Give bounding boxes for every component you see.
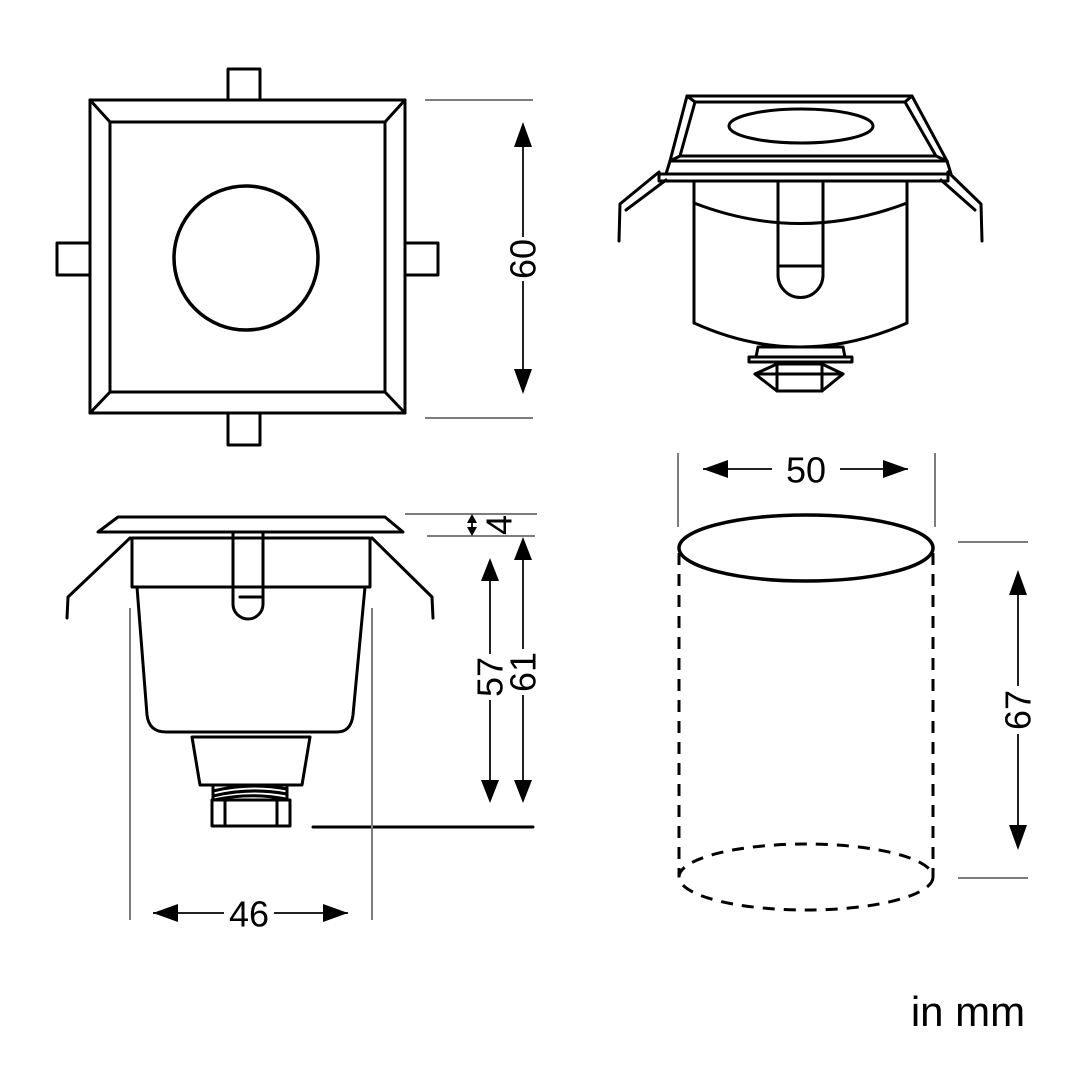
housing-upper-section [130,536,372,589]
arrow-up-icon [1009,570,1027,595]
dim-60-label: 60 [503,239,544,279]
plate-front-face [664,159,953,176]
arrow-up-icon [514,537,532,560]
arrow-right-icon [883,460,908,478]
housing-shoulder-arc [692,201,909,225]
hex-nut-facets [223,798,279,828]
dim-4-label: 4 [479,515,520,535]
gland-collar [754,345,847,359]
housing-bottom-arc [692,321,909,349]
trim-bevel-corners [88,98,407,415]
trim-outer-edge [88,98,407,415]
arrow-down-icon [481,780,499,803]
cutout-cylinder-bottom [677,842,935,912]
top-view: 60 [55,67,544,447]
dim-61-label: 61 [503,652,544,692]
dim-46-label: 46 [229,894,269,935]
side-view: 4 57 61 46 [65,513,544,935]
center-post-sides [776,179,825,277]
spring-clip-left [65,536,132,620]
housing-sides [692,179,909,325]
thread-coils [211,784,289,802]
dim-50-label: 50 [786,450,826,491]
hex-nut [210,798,292,828]
cutout-cylinder-top [677,513,935,583]
units-note: in mm [911,988,1025,1035]
lens-circle [172,184,320,332]
plate-corner-lines [668,94,949,163]
mounting-tab-bottom [226,411,262,447]
mounting-tab-right [403,241,440,277]
arrow-down-icon [514,780,532,803]
dim-50-extension-lines [677,453,936,527]
trim-inner-edge [108,120,387,394]
housing-tapered-body [135,585,367,734]
arrow-down-icon [467,527,477,536]
dim-57-label: 57 [470,657,511,697]
cutout-cylinder-sides [677,553,935,877]
lamp-holder [190,735,312,787]
gland-ring [747,355,854,364]
arrow-left-icon [703,460,728,478]
center-post-rounded-tip [231,602,265,621]
arrow-up-icon [514,122,532,147]
mounting-tab-left [55,241,92,277]
plate-edge [96,515,405,534]
dim-67-extension-lines [958,541,1028,879]
arrow-up-icon [467,514,477,523]
spring-clip-right [370,536,435,620]
dim-4-extension-lines [405,513,537,537]
center-post-rounded-tip [776,273,825,299]
center-post-sides [231,530,265,606]
hex-nut-facets [753,362,845,393]
spring-clip-right [939,170,984,243]
lens-ellipse [727,107,875,145]
hex-nut [753,362,845,393]
perspective-view [617,94,984,393]
plate-rim [657,172,950,183]
arrow-down-icon [514,369,532,394]
arrow-up-icon [481,558,499,581]
dim-60-extension-lines [425,99,533,419]
arrow-left-icon [153,904,178,922]
arrow-down-icon [1009,825,1027,850]
dim-67-label: 67 [998,690,1039,730]
dim-46-extension-lines [129,608,373,920]
mounting-tab-top [226,67,262,104]
spring-clip-left [617,170,668,243]
arrow-right-icon [323,904,348,922]
cutout-view: 50 67 [677,450,1039,912]
